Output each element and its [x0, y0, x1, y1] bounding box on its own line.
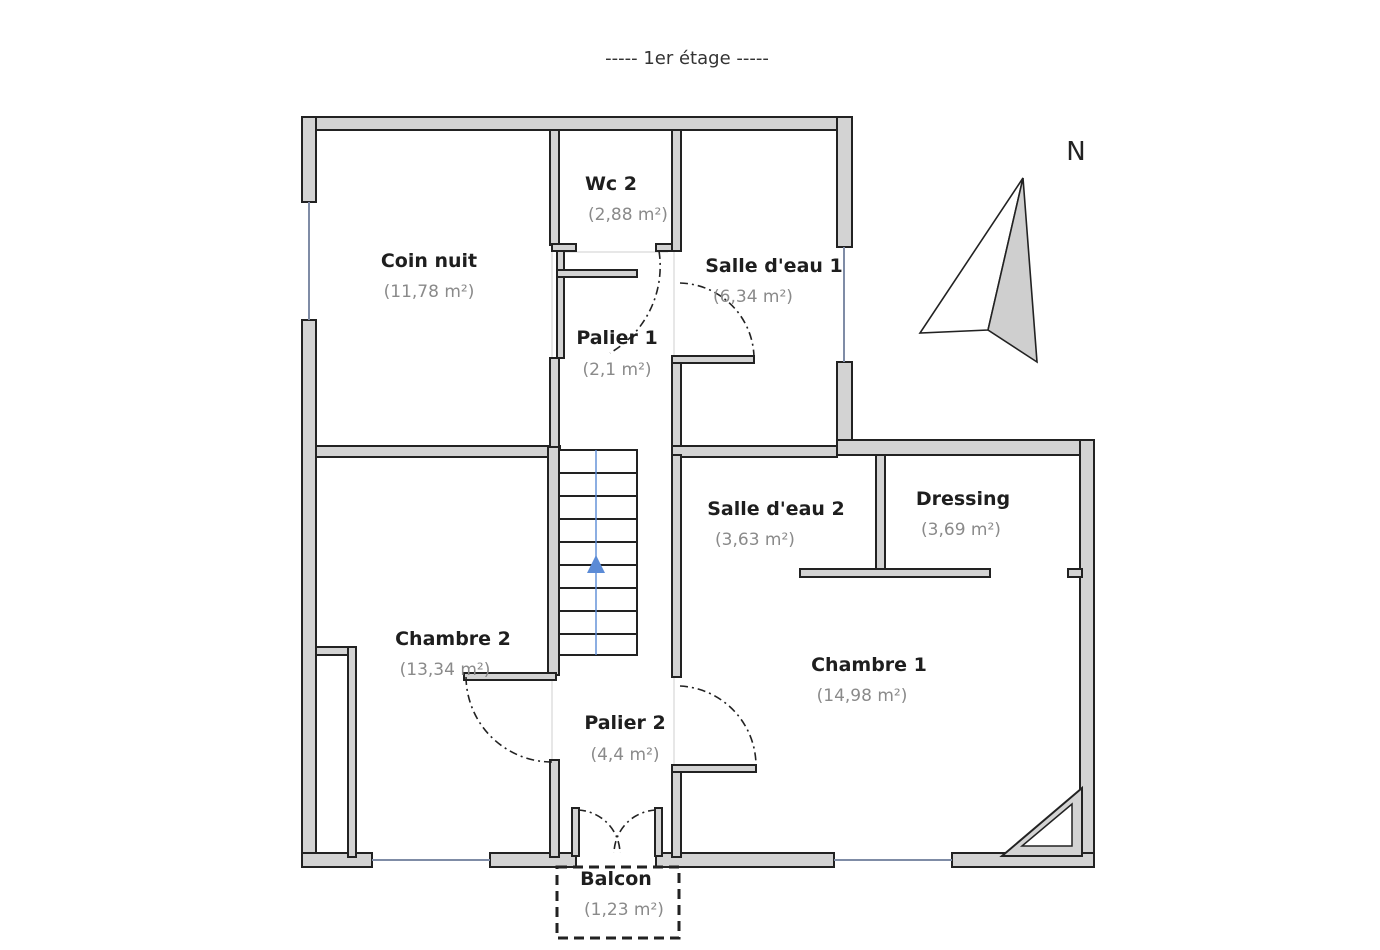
- door-swing-palier1: [609, 250, 661, 354]
- floor-title: ----- 1er étage -----: [605, 48, 769, 69]
- door-leaf-balcon-right: [654, 807, 663, 857]
- svg-text:Salle d'eau 1: Salle d'eau 1: [705, 255, 843, 277]
- wall-south-a: [301, 852, 373, 868]
- wall-dressing-west: [875, 454, 886, 572]
- svg-text:(3,69 m²): (3,69 m²): [921, 520, 1001, 540]
- wall-north: [301, 116, 853, 131]
- door-swing-salle1: [679, 282, 755, 358]
- door-swing-balcon-left: [577, 809, 621, 854]
- svg-text:(3,63 m²): (3,63 m²): [715, 530, 795, 550]
- wall-south-c: [655, 852, 835, 868]
- svg-text:Salle d'eau 2: Salle d'eau 2: [707, 498, 845, 520]
- wall-salle1-south: [671, 445, 838, 458]
- door-leaf-balcon-left: [571, 807, 580, 857]
- wall-hall-west-a: [549, 357, 560, 451]
- wall-wc-stub-left: [551, 243, 577, 252]
- room-label-chambre-2: Chambre 2 (13,34 m²): [395, 628, 511, 680]
- wall-coin-nuit-south: [315, 445, 561, 458]
- wall-closet-side: [347, 646, 357, 858]
- wall-dressing-stub: [1067, 568, 1083, 578]
- svg-text:Dressing: Dressing: [916, 488, 1010, 510]
- compass-north-label: N: [1066, 137, 1085, 167]
- door-swing-balcon-right: [613, 809, 657, 854]
- svg-text:(14,98 m²): (14,98 m²): [817, 686, 908, 706]
- room-label-palier-2: Palier 2 (4,4 m²): [584, 712, 665, 765]
- svg-text:Palier 2: Palier 2: [584, 712, 665, 734]
- svg-text:Balcon: Balcon: [580, 868, 652, 890]
- wall-chambre1-west-a: [671, 454, 682, 678]
- wall-stair-west: [547, 446, 560, 676]
- wall-wc-west: [549, 129, 560, 246]
- wall-chambre2-door-stub: [463, 672, 557, 681]
- svg-text:Coin nuit: Coin nuit: [381, 250, 477, 272]
- door-swings: [465, 250, 757, 854]
- svg-text:(1,23 m²): (1,23 m²): [584, 900, 664, 920]
- room-label-dressing: Dressing (3,69 m²): [916, 488, 1010, 540]
- room-label-salle-deau-2: Salle d'eau 2 (3,63 m²): [707, 498, 845, 550]
- svg-text:(2,1 m²): (2,1 m²): [582, 360, 651, 380]
- svg-text:(2,88 m²): (2,88 m²): [588, 205, 668, 225]
- wall-palier1-stub: [556, 269, 638, 278]
- svg-text:Chambre 1: Chambre 1: [811, 654, 927, 676]
- compass-arrow-right-half: [987, 177, 1038, 364]
- wall-east-upper-a: [836, 116, 853, 248]
- room-label-wc-2: Wc 2 (2,88 m²): [585, 173, 668, 225]
- interior-walls: [315, 129, 1083, 858]
- wall-wc-east: [671, 129, 682, 252]
- wall-salle1-west: [671, 355, 682, 457]
- wall-chambre1-door-stub: [671, 764, 757, 773]
- wall-south-b: [489, 852, 577, 868]
- wall-salle1-door-stub: [671, 355, 755, 364]
- room-label-coin-nuit: Coin nuit (11,78 m²): [381, 250, 477, 302]
- svg-text:(11,78 m²): (11,78 m²): [384, 282, 475, 302]
- svg-text:Palier 1: Palier 1: [576, 327, 657, 349]
- wall-west-upper: [301, 116, 317, 203]
- svg-text:(13,34 m²): (13,34 m²): [400, 660, 491, 680]
- door-swing-chambre2: [465, 676, 553, 763]
- svg-text:Chambre 2: Chambre 2: [395, 628, 511, 650]
- svg-text:(4,4 m²): (4,4 m²): [590, 745, 659, 765]
- room-label-palier-1: Palier 1 (2,1 m²): [576, 327, 657, 380]
- door-swing-chambre1: [679, 685, 757, 768]
- wall-chambre1-west-b: [671, 764, 682, 858]
- stair-up-arrow-icon: [587, 555, 605, 573]
- exterior-walls: [301, 116, 1095, 868]
- room-label-balcon: Balcon (1,23 m²): [580, 868, 664, 920]
- room-label-salle-deau-1: Salle d'eau 1 (6,34 m²): [705, 255, 843, 307]
- north-compass: N: [918, 137, 1086, 364]
- room-labels: Coin nuit (11,78 m²) Wc 2 (2,88 m²) Sall…: [381, 173, 1010, 920]
- room-label-chambre-1: Chambre 1 (14,98 m²): [811, 654, 927, 706]
- windows: [308, 202, 952, 861]
- svg-text:(6,34 m²): (6,34 m²): [713, 287, 793, 307]
- wall-north-wing: [836, 439, 1095, 456]
- door-leaf-palier1: [556, 250, 565, 359]
- wall-dressing-south: [799, 568, 991, 578]
- staircase: [558, 449, 638, 656]
- svg-text:Wc 2: Wc 2: [585, 173, 637, 195]
- wall-hall-west-b: [549, 759, 560, 858]
- wall-west-lower: [301, 319, 317, 868]
